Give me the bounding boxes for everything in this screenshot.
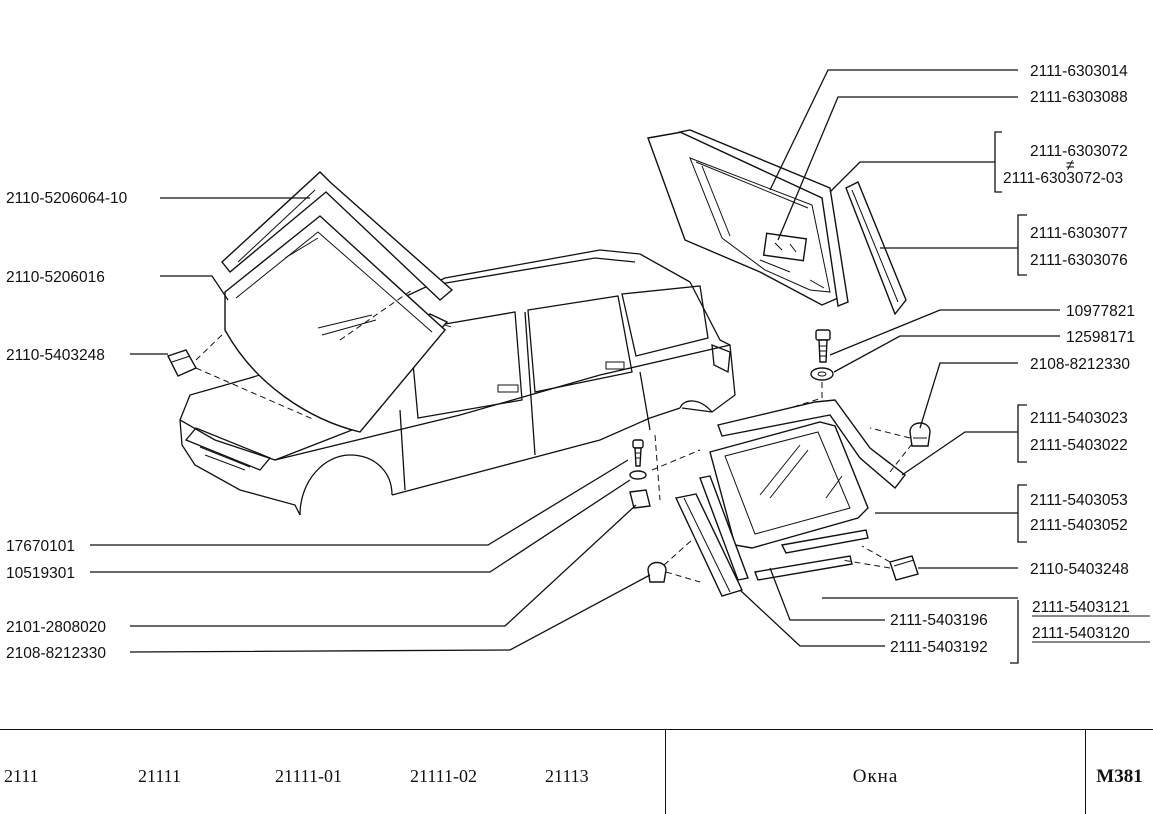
label-right-11: 2111-5403196 bbox=[890, 612, 988, 629]
label-right-4a: 2111-6303077 bbox=[1030, 225, 1128, 242]
title-block: 2111 21111 21111-01 21111-02 21113 Окна … bbox=[0, 729, 1153, 814]
section-title: Окна bbox=[852, 766, 899, 787]
label-left-4: 17670101 bbox=[6, 538, 75, 555]
clip-block-right bbox=[889, 555, 919, 581]
label-left-7: 2108-8212330 bbox=[6, 645, 106, 662]
label-right-6: 12598171 bbox=[1066, 329, 1135, 346]
label-right-2: 2111-6303088 bbox=[1030, 89, 1128, 106]
screw-arrow bbox=[789, 382, 823, 409]
section-title-cell: Окна bbox=[665, 730, 1086, 814]
bolt-part bbox=[629, 439, 651, 509]
label-right-5: 10977821 bbox=[1066, 303, 1135, 320]
model-item: 2111 bbox=[4, 766, 39, 786]
leader-lines bbox=[90, 69, 1150, 664]
label-left-2: 2110-5206016 bbox=[6, 269, 105, 286]
label-right-9a: 2111-5403053 bbox=[1030, 492, 1128, 509]
clip-upper-right bbox=[909, 422, 931, 447]
model-item: 21111-01 bbox=[275, 766, 342, 786]
model-item: 21113 bbox=[545, 766, 589, 786]
clip-block-arrow-b bbox=[841, 559, 891, 569]
rear-door-seal bbox=[845, 181, 907, 316]
rear-door-glass bbox=[647, 129, 849, 307]
label-left-6: 2101-2808020 bbox=[6, 619, 106, 636]
label-right-8a: 2111-5403023 bbox=[1030, 410, 1128, 427]
label-right-13b: 2111-5403120 bbox=[1032, 625, 1130, 642]
page-code-cell: М381 bbox=[1086, 730, 1153, 814]
label-left-3: 2110-5403248 bbox=[6, 347, 105, 364]
clip-lower-arrow-a bbox=[665, 571, 701, 583]
quarter-glass-strips bbox=[754, 529, 869, 581]
clip-lower-arrow-b bbox=[663, 539, 693, 566]
model-item: 21111 bbox=[138, 766, 181, 786]
label-right-7: 2108-8212330 bbox=[1030, 356, 1130, 373]
clip-upper-arrow-b bbox=[889, 443, 913, 473]
quarter-glass-seal-left bbox=[674, 475, 749, 597]
clip-upper-arrow-a bbox=[869, 427, 911, 439]
model-list: 2111 21111 21111-01 21111-02 21113 bbox=[0, 730, 665, 814]
clip-lower-left bbox=[647, 561, 667, 583]
page-code: М381 bbox=[1096, 766, 1143, 787]
left-clip-part bbox=[167, 349, 197, 377]
label-right-10: 2110-5403248 bbox=[1030, 561, 1129, 578]
model-item: 21111-02 bbox=[410, 766, 477, 786]
screw-part bbox=[810, 329, 834, 381]
label-right-3-symbol: ≠ bbox=[1066, 157, 1075, 174]
windshield-assembly-arrow bbox=[339, 289, 413, 341]
windshield-glass bbox=[224, 215, 446, 433]
label-left-5: 10519301 bbox=[6, 565, 75, 582]
parts-diagram: 2110-5206064-10 2110-5206016 2110-540324… bbox=[6, 63, 1150, 664]
label-right-12: 2111-5403192 bbox=[890, 639, 988, 656]
label-right-1: 2111-6303014 bbox=[1030, 63, 1128, 80]
label-right-9b: 2111-5403052 bbox=[1030, 517, 1128, 534]
quarter-glass bbox=[709, 421, 869, 549]
left-clip-arrow-b bbox=[195, 367, 316, 421]
label-right-3b: 2111-6303072-03 bbox=[1003, 170, 1123, 187]
label-right-8b: 2111-5403022 bbox=[1030, 437, 1128, 454]
left-clip-arrow-a bbox=[195, 331, 226, 361]
label-right-4b: 2111-6303076 bbox=[1030, 252, 1128, 269]
bolt-arrow bbox=[651, 449, 701, 471]
label-right-3a: 2111-6303072 bbox=[1030, 143, 1128, 160]
label-right-13a: 2111-5403121 bbox=[1032, 599, 1130, 616]
label-left-1: 2110-5206064-10 bbox=[6, 190, 128, 207]
clip-block-arrow-a bbox=[861, 545, 891, 563]
bolt-axis bbox=[654, 434, 661, 501]
quarter-glass-moulding bbox=[717, 399, 906, 490]
